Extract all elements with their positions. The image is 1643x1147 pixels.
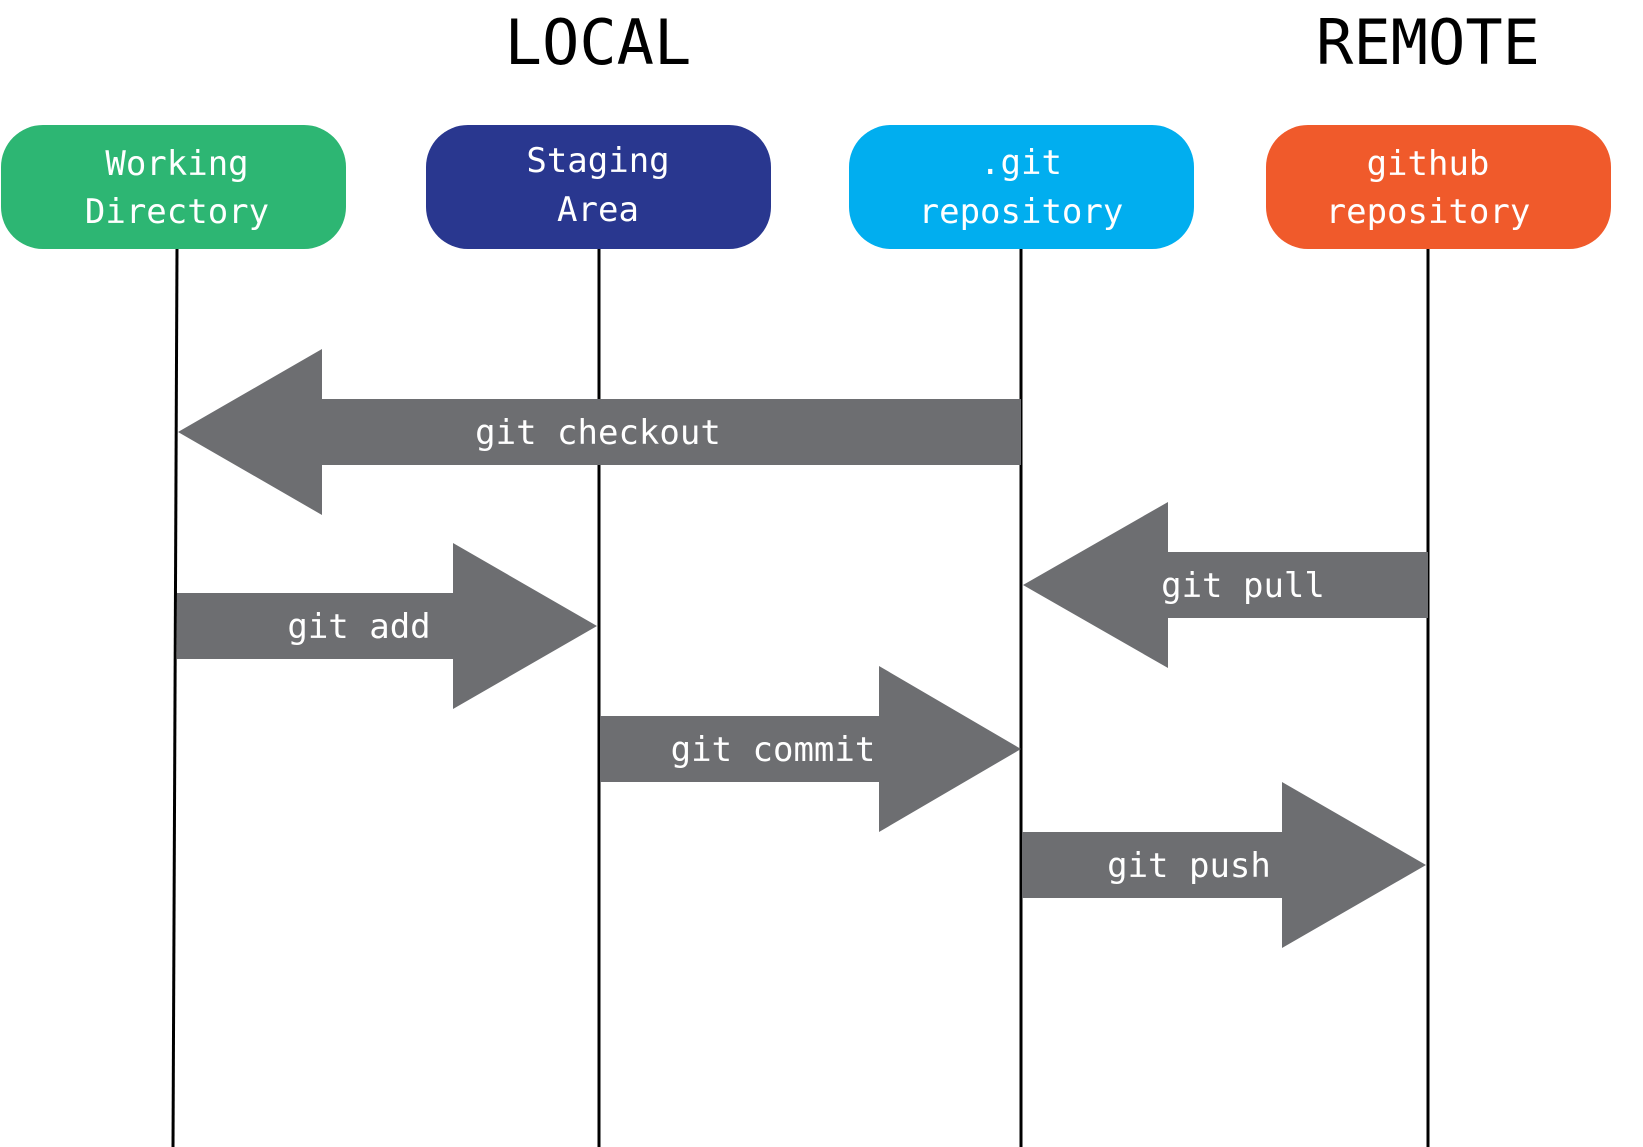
git-repository-label-line1: .git bbox=[980, 143, 1062, 183]
git-commit-arrow-shape bbox=[600, 666, 1021, 832]
git-repository-label-line2: repository bbox=[919, 192, 1124, 232]
staging-area-box-shape bbox=[426, 125, 771, 249]
local-heading: LOCAL bbox=[505, 6, 692, 79]
git-pull-arrow-shape bbox=[1023, 502, 1428, 668]
git-checkout-label: git checkout bbox=[475, 413, 721, 453]
staging-area-box: Staging Area bbox=[426, 125, 771, 249]
working-directory-lifeline bbox=[171, 247, 179, 1147]
git-commit-arrow: git commit bbox=[600, 666, 1021, 832]
github-repository-box: github repository bbox=[1266, 125, 1611, 249]
git-push-label: git push bbox=[1107, 846, 1271, 886]
git-add-label: git add bbox=[287, 607, 430, 647]
git-push-arrow-shape bbox=[1022, 782, 1426, 948]
working-directory-label-line1: Working bbox=[105, 144, 248, 184]
remote-heading: REMOTE bbox=[1316, 6, 1540, 79]
git-push-arrow: git push bbox=[1022, 782, 1426, 948]
git-commit-label: git commit bbox=[671, 730, 876, 770]
lifelines bbox=[171, 247, 1430, 1147]
working-directory-label-line2: Directory bbox=[85, 192, 269, 232]
staging-area-label-line2: Area bbox=[557, 190, 639, 230]
working-directory-box: Working Directory bbox=[1, 125, 346, 249]
github-repository-box-shape bbox=[1266, 125, 1611, 249]
working-directory-box-shape bbox=[1, 125, 346, 249]
git-pull-label: git pull bbox=[1161, 566, 1325, 606]
git-pull-arrow: git pull bbox=[1023, 502, 1428, 668]
git-add-arrow-shape bbox=[177, 543, 597, 709]
git-checkout-arrow-shape bbox=[178, 349, 1021, 515]
github-repository-label-line2: repository bbox=[1326, 192, 1531, 232]
git-repository-box-shape bbox=[849, 125, 1194, 249]
staging-area-label-line1: Staging bbox=[526, 141, 669, 181]
github-repository-label-line1: github bbox=[1367, 144, 1490, 184]
git-checkout-arrow: git checkout bbox=[178, 349, 1021, 515]
git-add-arrow: git add bbox=[177, 543, 597, 709]
git-repository-box: .git repository bbox=[849, 125, 1194, 249]
